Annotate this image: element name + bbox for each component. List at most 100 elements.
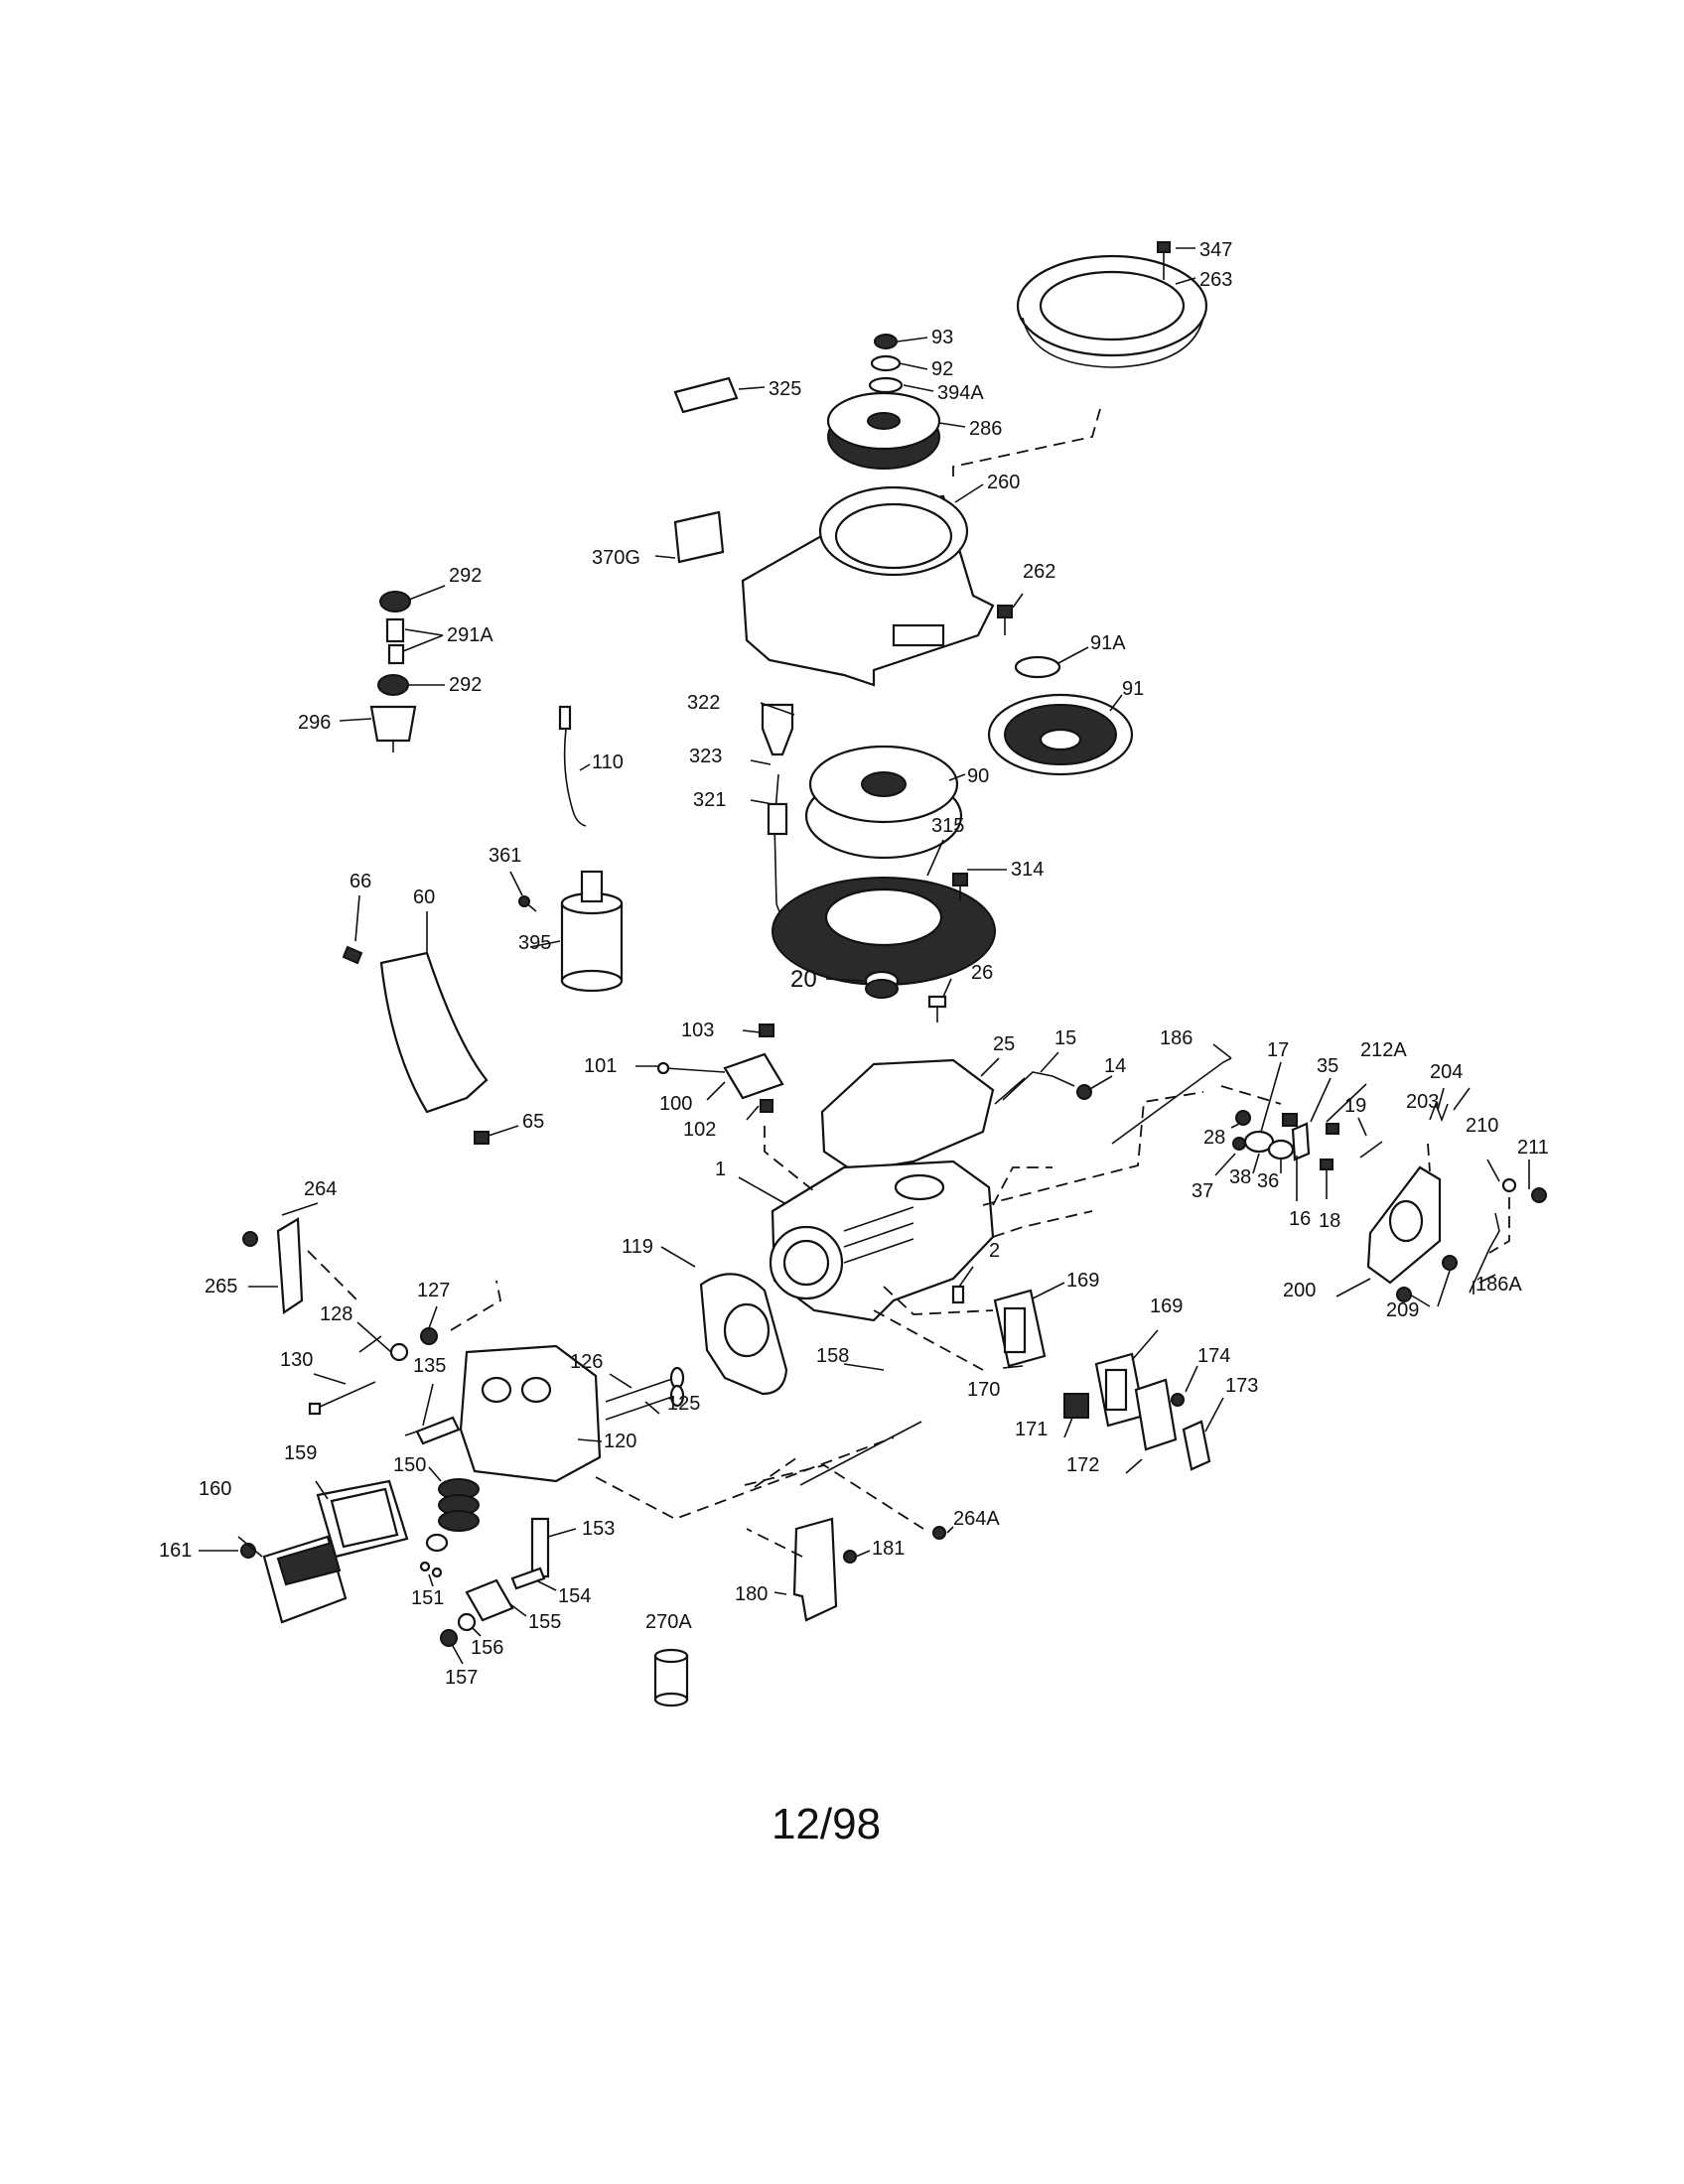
connector-322 xyxy=(761,703,794,756)
part-label: 212A xyxy=(1360,1039,1407,1061)
pushrod-158 xyxy=(799,1421,922,1486)
stator-315 xyxy=(772,877,996,986)
part-label: 347 xyxy=(1199,239,1232,261)
part-label: 91 xyxy=(1122,678,1144,700)
part-label: 296 xyxy=(298,712,331,734)
part-label: 200 xyxy=(1283,1280,1316,1301)
gasket-119 xyxy=(699,1273,788,1396)
part-label: 101 xyxy=(584,1055,617,1077)
screw-181 xyxy=(843,1550,857,1564)
fuel-filter-296 xyxy=(369,705,417,752)
tube-15 xyxy=(994,1071,1075,1105)
rocker-153 xyxy=(530,1517,550,1578)
part-label: 161 xyxy=(159,1540,192,1562)
clamp-292-top xyxy=(379,591,411,613)
part-label: 135 xyxy=(413,1355,446,1377)
part-label: 26 xyxy=(971,962,993,984)
part-label: 125 xyxy=(667,1393,700,1415)
part-label: 265 xyxy=(205,1276,237,1297)
part-label: 181 xyxy=(872,1538,905,1560)
part-label: 65 xyxy=(522,1111,544,1133)
part-label: 286 xyxy=(969,418,1002,440)
screw-264 xyxy=(242,1231,258,1247)
cap-91A xyxy=(1014,655,1061,679)
rod-186 xyxy=(1111,1057,1232,1145)
spacer-171 xyxy=(1063,1393,1089,1419)
air-guide-25 xyxy=(820,1058,995,1173)
part-label: 169 xyxy=(1150,1296,1183,1317)
part-label: 38 xyxy=(1229,1166,1251,1188)
part-label: 186 xyxy=(1160,1027,1193,1049)
screw-262 xyxy=(997,605,1013,635)
part-label: 370G xyxy=(592,547,640,569)
nut-156 xyxy=(457,1612,477,1632)
part-label: 263 xyxy=(1199,269,1232,291)
spring-203 xyxy=(1429,1101,1449,1123)
screw-174 xyxy=(1171,1393,1185,1407)
starter-395 xyxy=(560,870,624,993)
part-label: 172 xyxy=(1066,1454,1099,1476)
part-label: 16 xyxy=(1289,1208,1311,1230)
part-label: 264 xyxy=(304,1178,337,1200)
part-label: 157 xyxy=(445,1667,478,1689)
bracket-265 xyxy=(276,1217,304,1314)
valve-cover-160 xyxy=(262,1535,348,1624)
valve-125 xyxy=(605,1384,685,1421)
part-label: 19 xyxy=(1344,1095,1366,1117)
part-label: 28 xyxy=(1203,1127,1225,1149)
part-label: 18 xyxy=(1319,1210,1340,1232)
spring-150 xyxy=(438,1478,480,1532)
part-label: 150 xyxy=(393,1454,426,1476)
part-label: 151 xyxy=(411,1587,444,1609)
screw-103 xyxy=(759,1024,774,1037)
washer-128 xyxy=(389,1342,409,1362)
part-label: 25 xyxy=(993,1033,1015,1055)
part-label: 90 xyxy=(967,765,989,787)
part-label: 126 xyxy=(570,1351,603,1373)
washer-92 xyxy=(870,354,902,372)
part-label: 158 xyxy=(816,1345,849,1367)
part-label: 260 xyxy=(987,472,1020,493)
part-label: 322 xyxy=(687,692,720,714)
clamp-292-bottom xyxy=(377,674,409,696)
part-label: 153 xyxy=(582,1518,615,1540)
gasket-169-b xyxy=(1094,1352,1146,1428)
part-label: 292 xyxy=(449,565,482,587)
part-label: 15 xyxy=(1054,1027,1076,1049)
part-label: 174 xyxy=(1197,1345,1230,1367)
retainer-151 xyxy=(419,1533,449,1578)
part-label: 35 xyxy=(1317,1055,1338,1077)
part-label: 154 xyxy=(558,1585,591,1607)
part-label: 291A xyxy=(447,624,493,646)
crankcase-1 xyxy=(769,1160,995,1322)
screw-314 xyxy=(952,873,968,901)
screw-26 xyxy=(927,995,947,1023)
part-label: 130 xyxy=(280,1349,313,1371)
blower-housing-260 xyxy=(741,485,995,687)
screw-102 xyxy=(760,1099,773,1113)
hose-291A-a xyxy=(385,617,405,643)
spacer-20 xyxy=(864,970,900,999)
part-label: 36 xyxy=(1257,1170,1279,1192)
leader-lines xyxy=(199,247,1530,1665)
bolt-130 xyxy=(308,1381,376,1416)
part-label: 173 xyxy=(1225,1375,1258,1397)
part-label: 156 xyxy=(471,1637,503,1659)
part-173 xyxy=(1182,1420,1211,1471)
part-label: 292 xyxy=(449,674,482,696)
gasket-159 xyxy=(316,1479,409,1559)
nut-93 xyxy=(874,334,898,349)
wire-110 xyxy=(558,705,587,827)
footer-date: 12/98 xyxy=(772,1800,881,1848)
gasket-169-a xyxy=(993,1289,1047,1368)
bracket-180 xyxy=(792,1517,838,1622)
screw-209 xyxy=(1396,1255,1458,1302)
part-label: 160 xyxy=(199,1478,231,1500)
part-label: 321 xyxy=(693,789,726,811)
part-label: 180 xyxy=(735,1583,768,1605)
part-label: 92 xyxy=(931,358,953,380)
part-label: 14 xyxy=(1104,1055,1126,1077)
washer-394A xyxy=(868,376,904,394)
part-270A xyxy=(653,1648,689,1707)
screw-347 xyxy=(1157,241,1171,280)
